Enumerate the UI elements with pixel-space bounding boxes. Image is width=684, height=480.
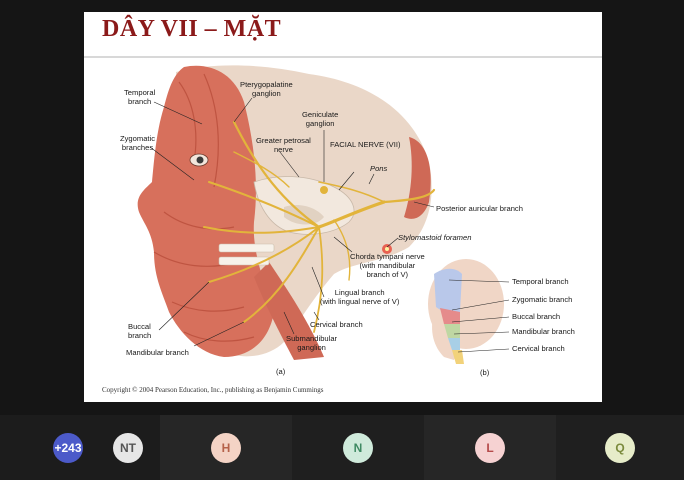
participant-bar: +243 NT H N L Q [0,415,684,480]
label-panel-b: (b) [480,368,490,377]
label-buccal-branch: Buccal branch [128,322,152,340]
avatar-initials: NT [120,440,136,455]
label-panel-a: (a) [276,367,286,376]
head-anatomy-figure [137,65,436,360]
label-cervical-branch: Cervical branch [310,320,363,329]
participant-tile-h[interactable]: H [160,415,292,480]
avatar: H [211,432,241,463]
participant-tile-nt[interactable]: NT [0,415,160,480]
branch-map-inset [428,259,510,364]
label-temporal-branch: Temporal branch [124,88,156,106]
label-greater-petrosal-nerve: Greater petrosal nerve [256,136,311,154]
avatar-initials: Q [615,440,625,455]
participant-tile-q[interactable]: Q [556,415,684,480]
avatar: Q [605,432,635,463]
inset-label-mandibular: Mandibular branch [512,327,575,336]
label-pons: Pons [370,164,388,173]
inset-label-temporal: Temporal branch [512,277,569,286]
participant-tile-l[interactable]: L [424,415,556,480]
label-stylomastoid-foramen: Stylomastoid foramen [398,233,472,242]
participant-tile-n[interactable]: N [292,415,424,480]
inset-label-zygomatic: Zygomatic branch [512,295,573,304]
avatar: L [475,432,505,463]
more-participants-count[interactable]: +243 [53,432,83,463]
label-lingual-branch: Lingual branch (with lingual nerve of V) [320,288,400,306]
presentation-stage: DÂY VII – MẶT [84,12,602,402]
shared-slide: DÂY VII – MẶT [84,12,602,402]
avatar: N [343,432,373,463]
label-zygomatic-branches: Zygomatic branches [120,134,156,152]
title-divider [84,56,602,58]
label-submandibular-ganglion: Submandibular ganglion [286,334,338,352]
label-pterygopalatine-ganglion: Pterygopalatine ganglion [240,80,293,98]
label-posterior-auricular-branch: Posterior auricular branch [436,204,523,213]
avatar-initials: L [486,440,494,455]
inset-label-cervical: Cervical branch [512,344,565,353]
inset-label-buccal: Buccal branch [512,312,561,321]
avatar-initials: H [221,440,231,455]
avatar-initials: N [353,440,363,455]
label-facial-nerve: FACIAL NERVE (VII) [330,140,401,149]
slide-title: DÂY VII – MẶT [102,16,282,42]
label-leader-lines [149,97,435,347]
label-chorda-tympani-nerve: Chorda tympani nerve (with mandibular br… [350,252,425,279]
avatar: NT [113,432,143,463]
facial-nerve-illustration [137,65,510,364]
slide-copyright: Copyright © 2004 Pearson Education, Inc.… [102,386,324,394]
label-geniculate-ganglion: Geniculate ganglion [302,110,339,128]
label-mandibular-branch: Mandibular branch [126,348,189,357]
more-participants-tile[interactable]: +243 [0,415,132,480]
